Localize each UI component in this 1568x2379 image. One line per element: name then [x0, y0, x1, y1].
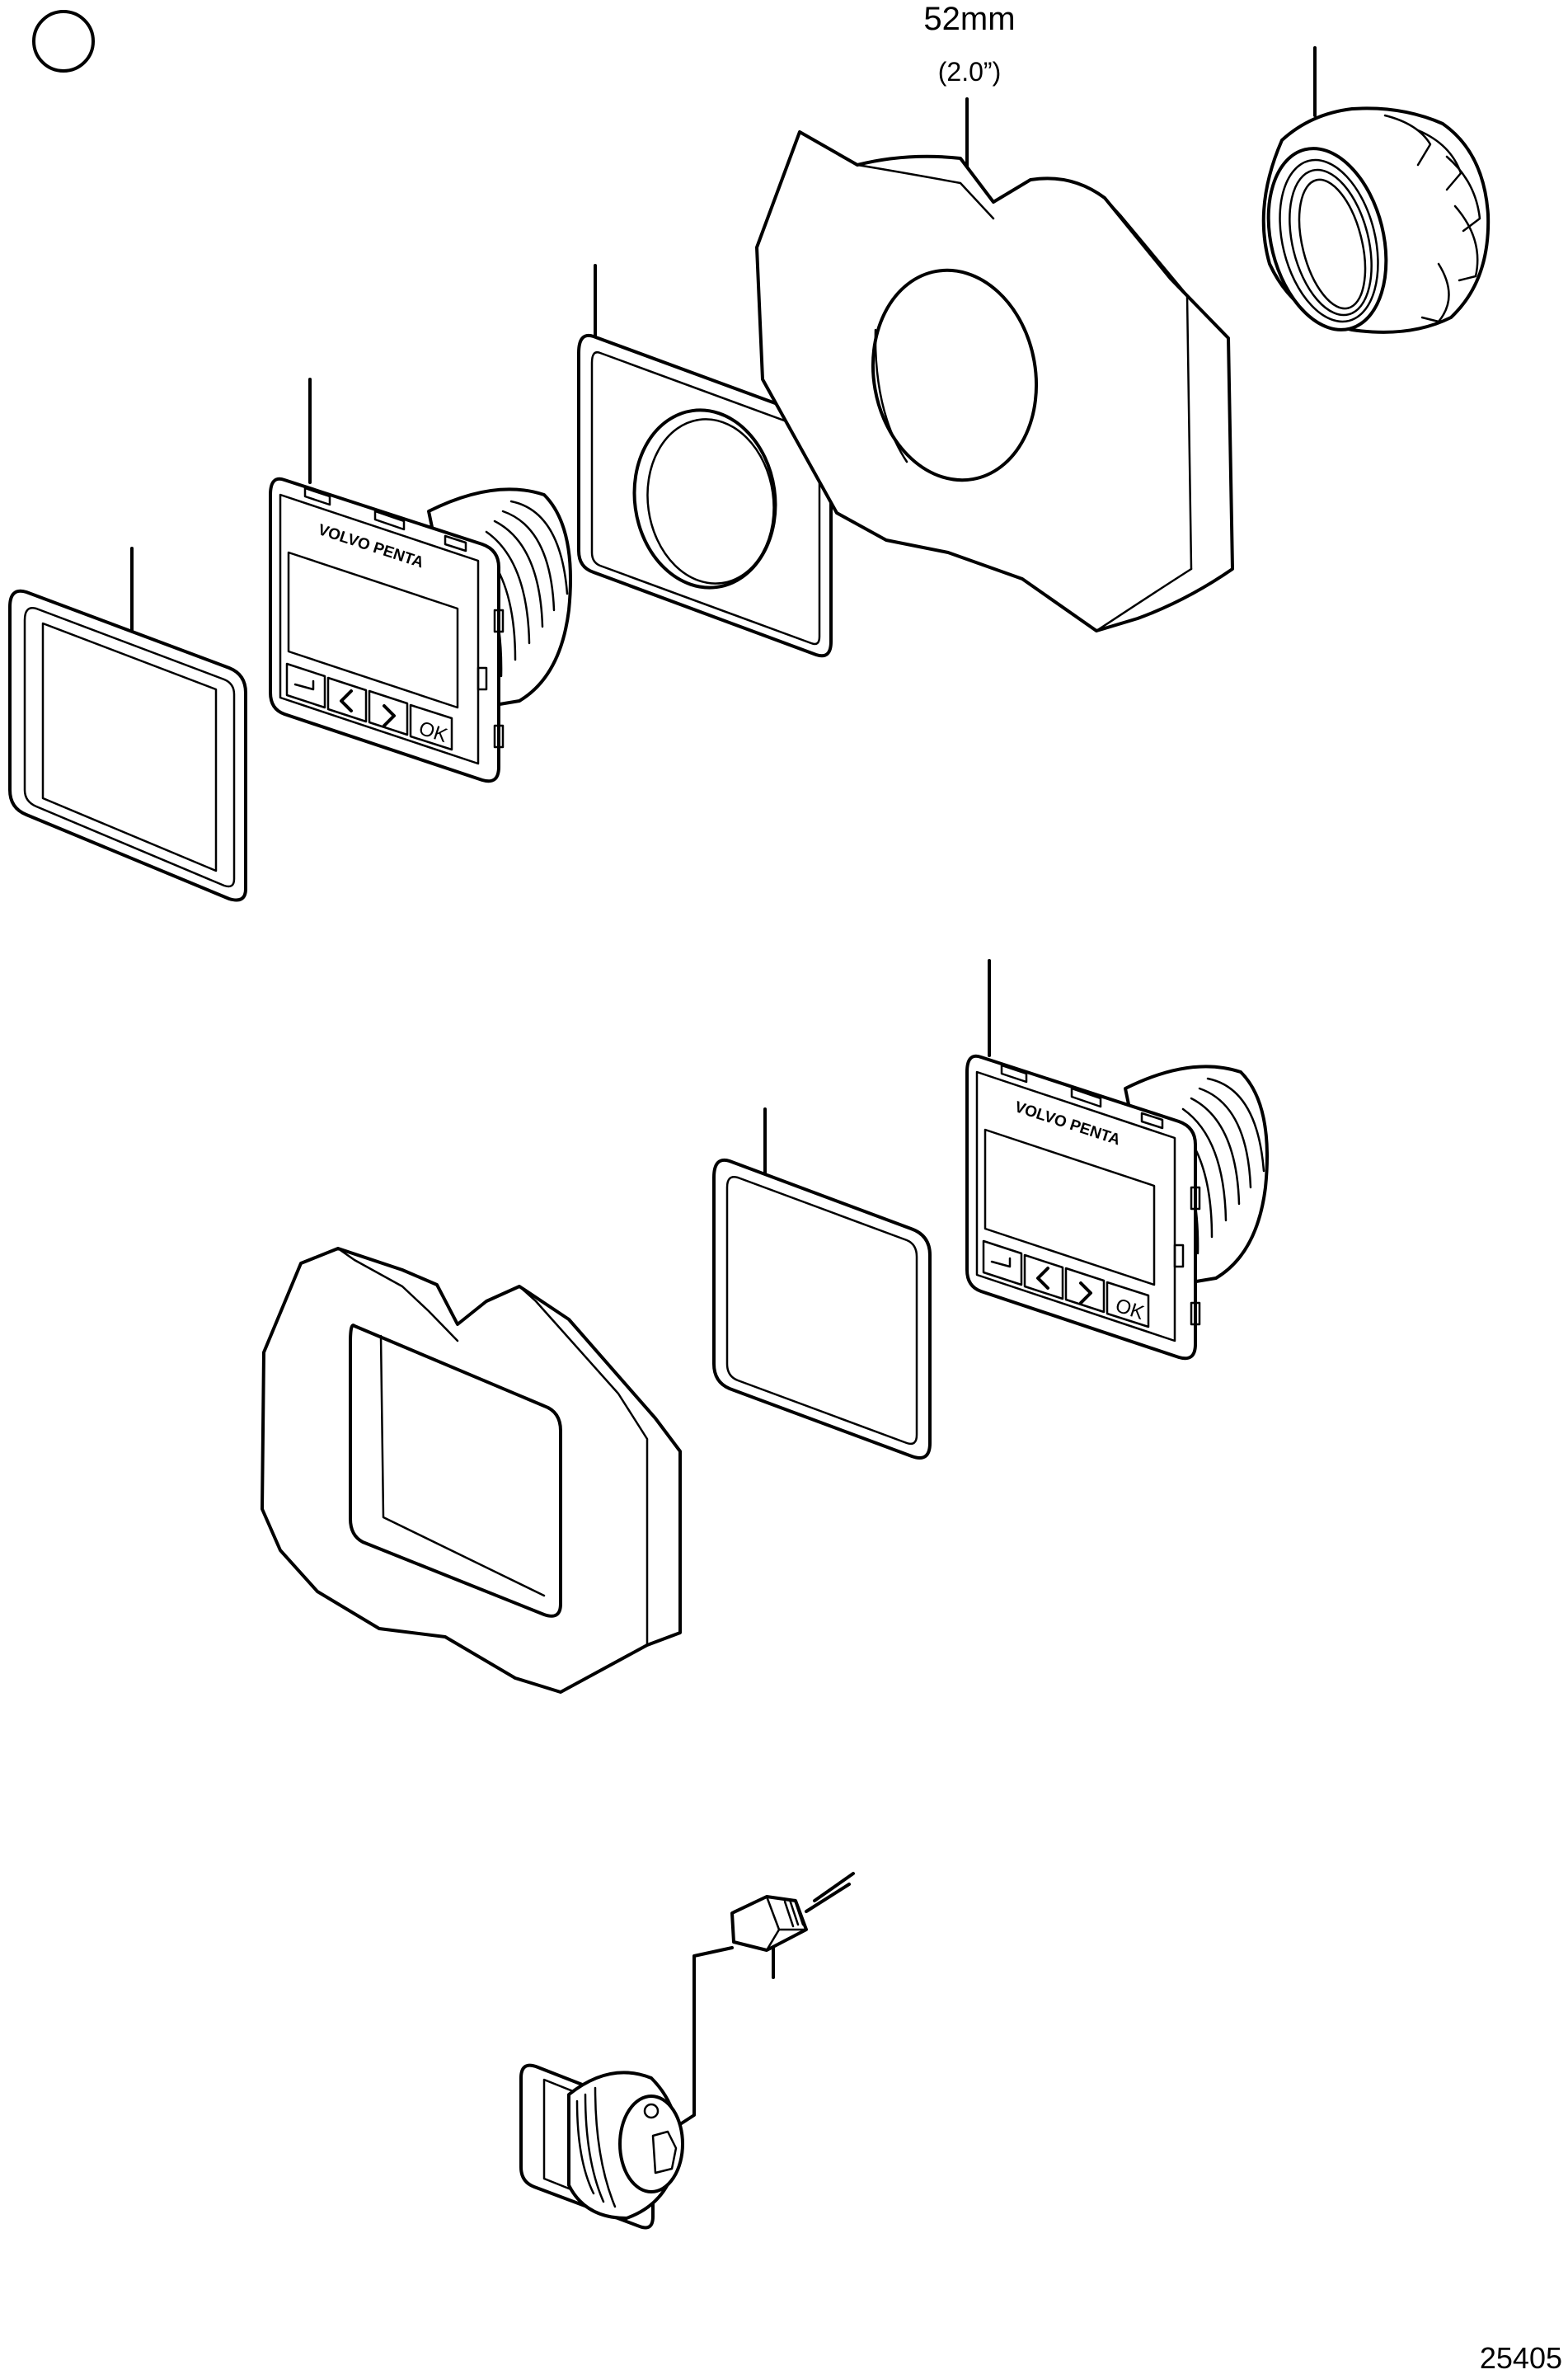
bezel-outer [8, 589, 247, 902]
display-unit-middle: VOLVO PENTA OK [965, 959, 1269, 1361]
unit-front-face [279, 493, 480, 765]
bezel-inner [23, 607, 236, 888]
left-button [326, 676, 368, 723]
panel-outline [755, 130, 1234, 632]
panel-outline [261, 1247, 682, 1694]
left-button [1023, 1253, 1064, 1300]
lcd-screen [984, 1128, 1156, 1286]
dimension-annotation: 52mm (2.0”) [923, 1, 1016, 380]
panel-hole [871, 268, 1039, 482]
back-button [285, 662, 326, 709]
retaining-nut [1261, 46, 1491, 334]
right-button [368, 689, 409, 736]
bezel-window [41, 622, 218, 872]
right-button [1064, 1267, 1106, 1314]
dimension-mm-label: 52mm [923, 1, 1015, 37]
nut-bore [1266, 147, 1388, 331]
seal-gasket-middle [712, 1107, 932, 1460]
unit-front-face [975, 1070, 1176, 1342]
seal-inner [725, 1176, 918, 1446]
connector-assembly [519, 1872, 855, 2230]
seal-outer [712, 1159, 932, 1460]
callout-circle [32, 10, 95, 73]
ok-button [1106, 1281, 1150, 1328]
cable [813, 1872, 855, 1902]
dashboard-panel-round-hole [755, 130, 1234, 632]
dimension-inch-label: (2.0”) [938, 57, 1001, 87]
dashboard-panel-square-hole [261, 1247, 682, 1694]
display-unit-top: VOLVO PENTA OK [269, 378, 572, 783]
figure-id: 25405 [1480, 2341, 1562, 2375]
ok-button [409, 703, 453, 751]
connector-wire [676, 1946, 734, 2127]
lcd-screen [287, 551, 459, 709]
panel-square-opening [349, 1323, 562, 1618]
bezel-frame-top [8, 547, 247, 902]
back-button [982, 1239, 1023, 1286]
gasket-hole [632, 408, 777, 590]
rear-socket [618, 2095, 684, 2193]
